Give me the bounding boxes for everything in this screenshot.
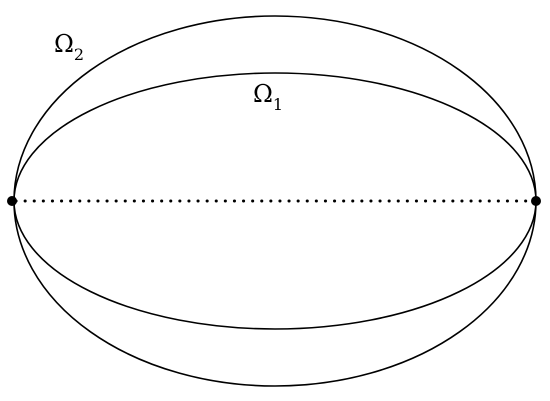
label-omega-1: Ω1 <box>253 80 283 114</box>
label-omega-2-index: 2 <box>74 45 84 64</box>
outer-ellipse-omega-2 <box>13 15 537 387</box>
label-omega-1-symbol: Ω <box>253 80 273 108</box>
label-omega-2: Ω2 <box>54 30 84 64</box>
left-contact-point <box>7 196 17 206</box>
right-contact-point <box>531 196 541 206</box>
label-omega-2-symbol: Ω <box>54 30 74 58</box>
label-omega-1-index: 1 <box>273 95 283 114</box>
